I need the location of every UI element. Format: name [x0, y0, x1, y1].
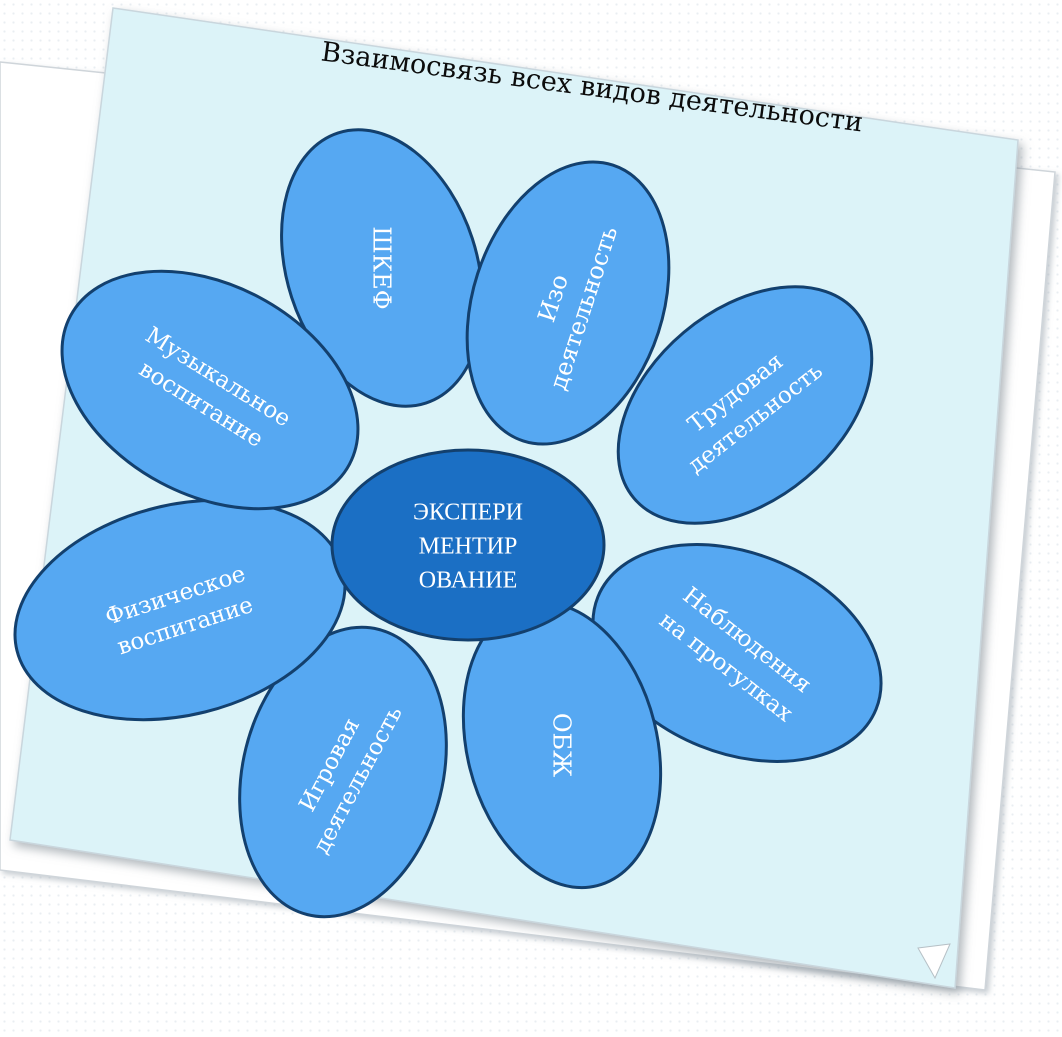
- page-curl: [917, 943, 951, 980]
- petal-obzh-label: ОБЖ: [548, 713, 576, 777]
- petal-nablyudeniya: Наблюденияна прогулках: [591, 543, 883, 763]
- center-node-shape: [330, 448, 606, 642]
- center-node-label: ЭКСПЕРИ МЕНТИР ОВАНИЕ: [413, 499, 523, 593]
- petal-izo: Изодеятельность: [465, 160, 671, 446]
- petal-trudovaya: Трудоваядеятельность: [616, 285, 874, 525]
- center-node-label-line: ЭКСПЕРИ: [413, 499, 523, 525]
- petal-shkef-label: ШКЕФ: [368, 226, 396, 309]
- petal-obzh-label-line: ОБЖ: [548, 713, 576, 777]
- petal-igrovaya: Игроваядеятельность: [238, 625, 448, 919]
- petal-muzykalnoe-shape: [60, 269, 360, 511]
- center-node-label-line: ОВАНИЕ: [419, 567, 517, 593]
- petal-shkef-shape: [280, 128, 484, 408]
- petal-igrovaya-shape: [238, 625, 448, 919]
- petal-muzykalnoe: Музыкальноевоспитание: [60, 269, 360, 511]
- petal-trudovaya-shape: [616, 285, 874, 525]
- center-node-label-line: МЕНТИР: [419, 533, 518, 559]
- petal-izo-shape: [465, 160, 671, 446]
- petal-shkef: ШКЕФ: [280, 128, 484, 408]
- petal-obzh: ОБЖ: [461, 600, 663, 890]
- petal-shkef-label-line: ШКЕФ: [368, 226, 396, 309]
- petal-nablyudeniya-shape: [591, 543, 883, 763]
- center-node: ЭКСПЕРИ МЕНТИР ОВАНИЕ: [330, 448, 606, 642]
